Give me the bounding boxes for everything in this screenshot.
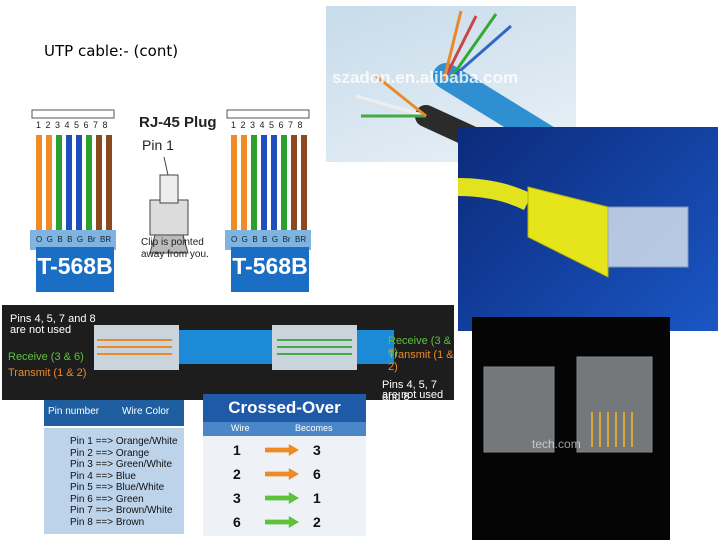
left-transmit: Transmit (1 & 2) bbox=[8, 367, 87, 379]
wire-2 bbox=[241, 135, 247, 230]
wire-7 bbox=[291, 135, 297, 230]
wire-4 bbox=[261, 135, 267, 230]
left-receive: Receive (3 & 6) bbox=[8, 351, 84, 363]
right-note-1: Pins 4, 5, 7 and 8 bbox=[382, 379, 438, 400]
right-transmit: Transmit (1 & 2) bbox=[388, 349, 454, 373]
clear-connectors-photo: tech.com bbox=[472, 317, 670, 540]
left-note-2: are not used bbox=[10, 324, 72, 336]
right-receive: Receive (3 & 6) bbox=[388, 335, 451, 359]
wire-6 bbox=[86, 135, 92, 230]
crossed-over-becomes: 1 bbox=[313, 490, 321, 506]
pin-row: Pin 4 ==> Blue bbox=[70, 470, 136, 482]
left-note-1: Pins 4, 5, 7 and 8 bbox=[10, 313, 96, 325]
wire-3 bbox=[56, 135, 62, 230]
crossed-over-table: Crossed-Over Wire Becomes 1 3 2 6 3 1 6 2 bbox=[203, 394, 366, 536]
wire-codes-left: O G B B G Br BR bbox=[36, 235, 112, 244]
crossed-over-becomes: 2 bbox=[313, 514, 321, 530]
wire-3 bbox=[251, 135, 257, 230]
crossed-over-body bbox=[203, 436, 366, 536]
wire-8 bbox=[106, 135, 112, 230]
cable-watermark: szadon.en.alibaba.com bbox=[332, 68, 519, 87]
connectors-watermark: tech.com bbox=[532, 437, 581, 451]
col-becomes-label: Becomes bbox=[295, 423, 333, 433]
clip-note-1: Clip is pointed bbox=[141, 237, 204, 248]
pin-numbers-left: 1 2 3 4 5 6 7 8 bbox=[36, 120, 109, 130]
pin-row: Pin 3 ==> Green/White bbox=[70, 459, 173, 470]
t568b-right-label: T-568B bbox=[232, 253, 308, 279]
pin-row: Pin 1 ==> Orange/White bbox=[70, 436, 178, 447]
wire-6 bbox=[281, 135, 287, 230]
crossed-over-wire: 3 bbox=[233, 490, 241, 506]
yellow-connector-photo bbox=[458, 127, 718, 331]
connectors-illustration bbox=[483, 356, 653, 453]
pin-numbers-right: 1 2 3 4 5 6 7 8 bbox=[231, 120, 304, 130]
yellow-connector-illustration bbox=[458, 178, 689, 278]
pin-row: Pin 7 ==> Brown/White bbox=[70, 505, 173, 516]
pin-row: Pin 6 ==> Green bbox=[70, 493, 144, 505]
crossed-over-wire: 1 bbox=[233, 442, 241, 458]
pin-table-header bbox=[44, 400, 184, 426]
wire-1 bbox=[36, 135, 42, 230]
wire-5 bbox=[271, 135, 277, 230]
crossover-photo: Pins 4, 5, 7 and 8 are not used Receive … bbox=[2, 305, 454, 400]
crossed-over-title: Crossed-Over bbox=[228, 398, 341, 417]
col-wire-label: Wire bbox=[231, 423, 250, 433]
pin-row: Pin 2 ==> Orange bbox=[70, 447, 150, 459]
t568b-diagram: 1 2 3 4 5 6 7 8 1 2 3 4 5 6 7 8 RJ-45 Pl… bbox=[22, 105, 320, 295]
plug-title: RJ-45 Plug bbox=[139, 114, 217, 131]
wire-codes-right: O G B B G Br BR bbox=[231, 235, 307, 244]
pin-table-body bbox=[44, 428, 184, 534]
crossed-over-wire: 2 bbox=[233, 466, 241, 482]
crossed-over-wire: 6 bbox=[233, 514, 241, 530]
crossover-illustration bbox=[94, 325, 394, 370]
crossed-over-header bbox=[203, 394, 366, 422]
pin-table: Pin number Wire Color Pin 1 ==> Orange/W… bbox=[44, 400, 184, 536]
pin-header-label: Pin number bbox=[48, 406, 100, 417]
color-header-label: Wire Color bbox=[122, 406, 170, 417]
right-note-2: are not used bbox=[382, 389, 444, 400]
wire-4 bbox=[66, 135, 72, 230]
wire-7 bbox=[96, 135, 102, 230]
slide-title: UTP cable:- (cont) bbox=[44, 42, 179, 60]
crossed-over-becomes: 6 bbox=[313, 466, 321, 482]
pin-row: Pin 8 ==> Brown bbox=[70, 516, 145, 528]
t568b-left-label: T-568B bbox=[37, 253, 113, 279]
wire-8 bbox=[301, 135, 307, 230]
t568b-diagram-svg bbox=[30, 109, 311, 292]
clip-note-2: away from you. bbox=[141, 249, 209, 260]
pin-row: Pin 5 ==> Blue/White bbox=[70, 482, 165, 493]
crossed-over-subheader bbox=[203, 422, 366, 436]
pin1-label: Pin 1 bbox=[142, 137, 174, 153]
wire-5 bbox=[76, 135, 82, 230]
crossed-over-becomes: 3 bbox=[313, 442, 321, 458]
wire-1 bbox=[231, 135, 237, 230]
wire-2 bbox=[46, 135, 52, 230]
